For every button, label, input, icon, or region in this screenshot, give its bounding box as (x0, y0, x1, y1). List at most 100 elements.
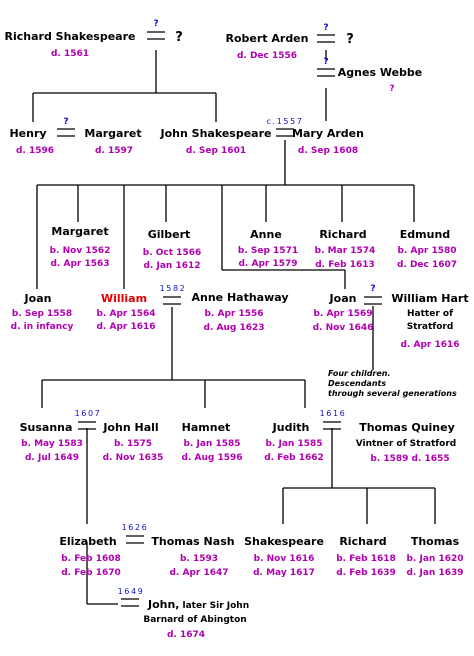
person-date: d. Apr 1616 (400, 340, 459, 350)
person-name: Anne Hathaway (191, 291, 288, 304)
person-note: Vintner of Stratford (356, 439, 457, 449)
line-william-anne-children (41, 307, 306, 408)
marriage-robert-2: ? (317, 57, 335, 77)
person-date: d. 1596 (16, 146, 54, 156)
marriage-year: 1616 (320, 409, 347, 418)
marriage-judith: 1616 (320, 409, 347, 430)
person-date: b. Sep 1558 (12, 309, 72, 319)
marriage-william: 1582 (160, 284, 185, 305)
marriage-robert-1: ? (317, 23, 335, 43)
person-name: Thomas (411, 535, 460, 548)
person-date: b. Nov 1562 (50, 246, 111, 256)
marriage-year: ? (323, 23, 328, 33)
person-date: b. Jan 1585 (183, 439, 240, 449)
person-date: b. 1589 d. 1655 (370, 454, 449, 464)
person-unknown-wife: ? (346, 32, 354, 47)
person-robert-arden: Robert Arden d. Dec 1556 (226, 32, 309, 61)
person-name: Mary Arden (292, 127, 364, 140)
person-date: b. 1593 (180, 554, 218, 564)
person-date: d. Jan 1639 (406, 568, 463, 578)
person-gilbert: Gilbert b. Oct 1566 d. Jan 1612 (143, 228, 201, 271)
person-date: b. Apr 1580 (397, 246, 456, 256)
person-agnes-webbe: Agnes Webbe ? (338, 66, 422, 94)
person-date: d. 1674 (167, 630, 205, 640)
person-name-line: John,later Sir John (147, 598, 249, 611)
person-date: b. Nov 1616 (254, 554, 315, 564)
person-name: Robert Arden (226, 32, 309, 45)
person-date: b. Apr 1564 (96, 309, 155, 319)
person-henry: Henry d. 1596 (9, 127, 54, 156)
line-judith-children (282, 428, 436, 524)
marriage-elizabeth-nash: 1626 (122, 523, 149, 544)
person-date: d. Apr 1647 (169, 568, 228, 578)
person-richard: Richard b. Mar 1574 d. Feb 1613 (315, 228, 376, 270)
marriage-year: 1607 (75, 409, 102, 418)
person-date: b. 1575 (114, 439, 152, 449)
person-judith: Judith b. Jan 1585 d. Feb 1662 (264, 421, 324, 463)
marriage-joan: ? (364, 284, 382, 305)
person-margaret: Margaret b. Nov 1562 d. Apr 1563 (50, 225, 111, 269)
person-date: d. Apr 1616 (96, 322, 155, 332)
person-name: Gilbert (148, 228, 191, 241)
person-john-shakespeare: John Shakespeare d. Sep 1601 (160, 127, 272, 156)
person-note: Stratford (407, 322, 454, 332)
person-date: d. Feb 1613 (315, 260, 375, 270)
person-date: d. Jul 1649 (25, 453, 79, 463)
person-mary-arden: Mary Arden d. Sep 1608 (292, 127, 364, 156)
marriage-year: ? (323, 57, 328, 67)
person-thomas-quiney: Thomas Quiney Vintner of Stratford b. 15… (356, 421, 457, 464)
person-date: b. Jan 1585 (265, 439, 322, 449)
person-name: Henry (9, 127, 46, 140)
person-date: d. Jan 1612 (143, 261, 200, 271)
person-unknown-wife: ? (175, 30, 183, 45)
person-name: Thomas Nash (151, 535, 234, 548)
note-line: Four children. (328, 369, 391, 378)
person-date: b. Mar 1574 (315, 246, 376, 256)
person-elizabeth: Elizabeth b. Feb 1608 d. Feb 1670 (59, 535, 120, 578)
person-name: Richard (319, 228, 366, 241)
person-richard-shakespeare: Richard Shakespeare d. 1561 (5, 30, 136, 59)
person-date: d. Feb 1670 (61, 568, 121, 578)
marriage-year: 1626 (122, 523, 149, 532)
marriage-symbols: ? ? ? ? c.1557 1582 ? 1607 (57, 19, 382, 607)
person-date: b. Jan 1620 (406, 554, 463, 564)
person-name: Margaret (84, 127, 141, 140)
person-margaret-henry-wife: Margaret d. 1597 (84, 127, 141, 156)
marriage-susanna: 1607 (75, 409, 102, 430)
person-date: d. Aug 1623 (204, 323, 265, 333)
person-date: d. 1561 (51, 49, 89, 59)
person-anne-hathaway: Anne Hathaway b. Apr 1556 d. Aug 1623 (191, 291, 288, 333)
person-date: d. Feb 1662 (264, 453, 324, 463)
marriage-year: ? (153, 19, 158, 29)
person-date: d. Feb 1639 (336, 568, 396, 578)
person-william-hart: William Hart Hatter of Stratford d. Apr … (391, 292, 468, 350)
person-susanna: Susanna b. May 1583 d. Jul 1649 (20, 421, 83, 463)
hart-descendants-note: Four children. Descendants through sever… (328, 369, 457, 398)
person-date: b. Oct 1566 (143, 248, 201, 258)
marriage-henry: ? (57, 117, 75, 137)
person-name: Thomas Quiney (359, 421, 455, 434)
person-date: d. Sep 1608 (298, 146, 358, 156)
person-name: William Hart (391, 292, 468, 305)
person-name: John, (147, 598, 180, 611)
person-date: b. Feb 1608 (61, 554, 121, 564)
marriage-year: 1649 (118, 587, 145, 596)
person-william: William b. Apr 1564 d. Apr 1616 (96, 292, 155, 332)
person-date: ? (389, 84, 394, 94)
person-john-barnard: John,later Sir John Barnard of Abington … (143, 598, 249, 640)
person-note: Barnard of Abington (143, 615, 246, 625)
person-name-suffix: later Sir John (183, 601, 250, 611)
person-date: b. Apr 1569 (313, 309, 372, 319)
person-name: Richard (339, 535, 386, 548)
person-thomas-quiney-son: Thomas b. Jan 1620 d. Jan 1639 (406, 535, 463, 578)
connector-lines (32, 50, 436, 605)
marriage-year: ? (63, 117, 68, 127)
person-date: d. in infancy (11, 322, 74, 332)
person-edmund: Edmund b. Apr 1580 d. Dec 1607 (397, 228, 457, 270)
person-name: Judith (272, 421, 310, 434)
note-line: through several generations (328, 389, 457, 398)
person-name: Susanna (20, 421, 73, 434)
person-name: John Shakespeare (160, 127, 272, 140)
person-date: b. Feb 1618 (336, 554, 396, 564)
